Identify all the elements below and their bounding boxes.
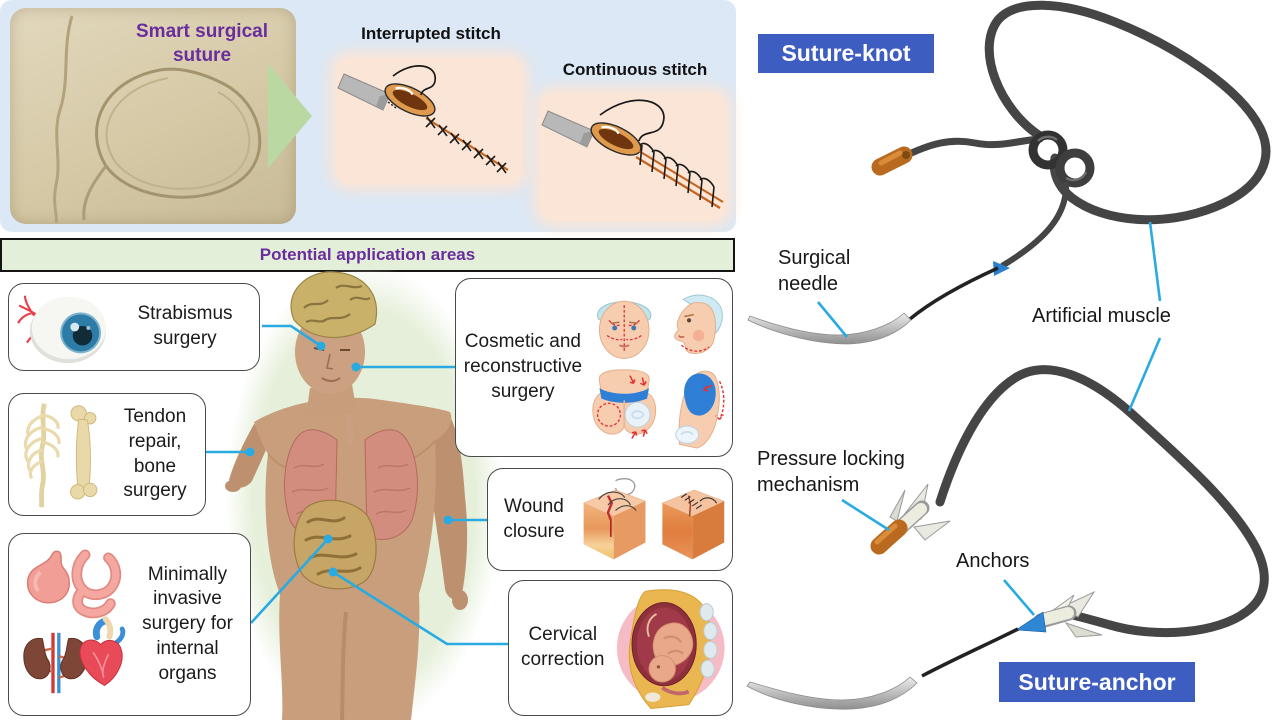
suture-anchor-title: Suture-anchor (999, 662, 1195, 702)
anchors-label: Anchors (956, 550, 1030, 572)
bones-icon (23, 402, 98, 508)
applications-header-label: Potential application areas (259, 245, 476, 264)
arrow-right-icon (268, 64, 312, 168)
human-body-illustration (225, 271, 468, 720)
interrupted-stitch-label: Interrupted stitch (361, 24, 501, 43)
continuous-stitch-label: Continuous stitch (562, 60, 708, 79)
suture-photo-caption: Smart surgical suture (136, 21, 268, 66)
suture-thread-illustration (53, 15, 262, 224)
artificial-muscle-label: Artificial muscle (1032, 305, 1171, 327)
continuous-stitch-illustration (541, 99, 724, 209)
suture-anchor-title-label: Suture-anchor (1018, 668, 1176, 695)
surgical-needle-label: Surgical needle (778, 247, 851, 295)
suture-anchor-illustration (746, 365, 1269, 710)
cosmetic-icon (592, 294, 725, 449)
skin-layers-icon (582, 477, 725, 559)
eye-icon (17, 295, 106, 364)
suture-knot-title: Suture-knot (758, 34, 934, 73)
callout-cervical: Cervical correction (508, 580, 733, 716)
interrupted-stitch-panel (336, 58, 522, 184)
continuous-stitch-panel (540, 93, 726, 221)
callout-wound-closure: Wound closure (487, 468, 733, 571)
callout-internal-organs-label: Minimally invasive surgery for internal … (142, 563, 233, 684)
callout-wound-closure-label: Wound closure (503, 495, 565, 542)
callout-strabismus: Strabismus surgery (8, 283, 260, 371)
callout-cosmetic-label: Cosmetic and reconstructive surgery (463, 331, 583, 402)
organs-icon (23, 549, 126, 693)
pressure-locking-label: Pressure locking mechanism (757, 448, 905, 496)
callout-internal-organs: Minimally invasive surgery for internal … (8, 533, 251, 716)
fetus-womb-icon (616, 589, 725, 709)
callout-strabismus-label: Strabismus surgery (137, 303, 233, 349)
callout-tendon-bone-label: Tendon repair, bone surgery (123, 406, 187, 502)
suture-knot-title-label: Suture-knot (781, 40, 911, 66)
callout-cervical-label: Cervical correction (521, 624, 605, 670)
callout-cosmetic: Cosmetic and reconstructive surgery (455, 278, 733, 457)
callout-tendon-bone: Tendon repair, bone surgery (8, 393, 206, 516)
interrupted-stitch-illustration (337, 65, 509, 174)
